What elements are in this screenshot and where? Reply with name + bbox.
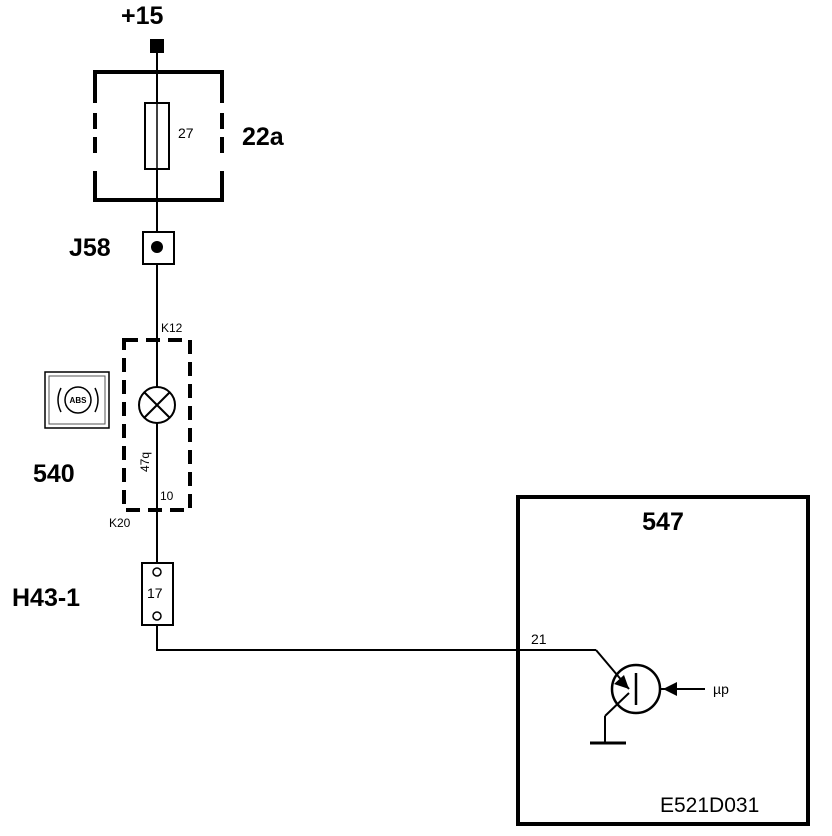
splice-label: J58 — [69, 234, 111, 262]
control-module-pin: 21 — [531, 631, 547, 647]
abs-icon-text: ABS — [70, 396, 88, 405]
abs-icon: ABS — [44, 371, 110, 429]
wire-connector-to-module — [156, 624, 596, 651]
lamp-connector-top: K12 — [161, 321, 183, 335]
control-module-label: 547 — [642, 508, 684, 536]
microprocessor-input-label: µp — [713, 681, 729, 697]
transistor-symbol — [590, 649, 705, 745]
lamp-connector-bottom: K20 — [109, 516, 131, 530]
lamp-wire-color: 47q — [138, 452, 152, 472]
supply-terminal — [150, 39, 164, 53]
lamp-pin-bottom: 10 — [160, 489, 174, 503]
lamp-unit-box — [122, 338, 192, 512]
lamp-unit-label: 540 — [33, 460, 75, 488]
connector-pin-number: 17 — [147, 585, 163, 601]
diagram-id: E521D031 — [660, 794, 759, 817]
connector-pin-bottom — [152, 611, 162, 621]
lamp-bulb-cross-b — [143, 391, 171, 419]
supply-label: +15 — [121, 2, 164, 30]
control-module-box — [516, 495, 810, 826]
fuse-number: 27 — [178, 125, 194, 141]
connector-label: H43-1 — [12, 584, 80, 612]
splice-dot — [151, 241, 163, 253]
fuse-box-label: 22a — [242, 123, 285, 151]
fuse-box — [93, 70, 224, 202]
connector-pin-top — [152, 567, 162, 577]
